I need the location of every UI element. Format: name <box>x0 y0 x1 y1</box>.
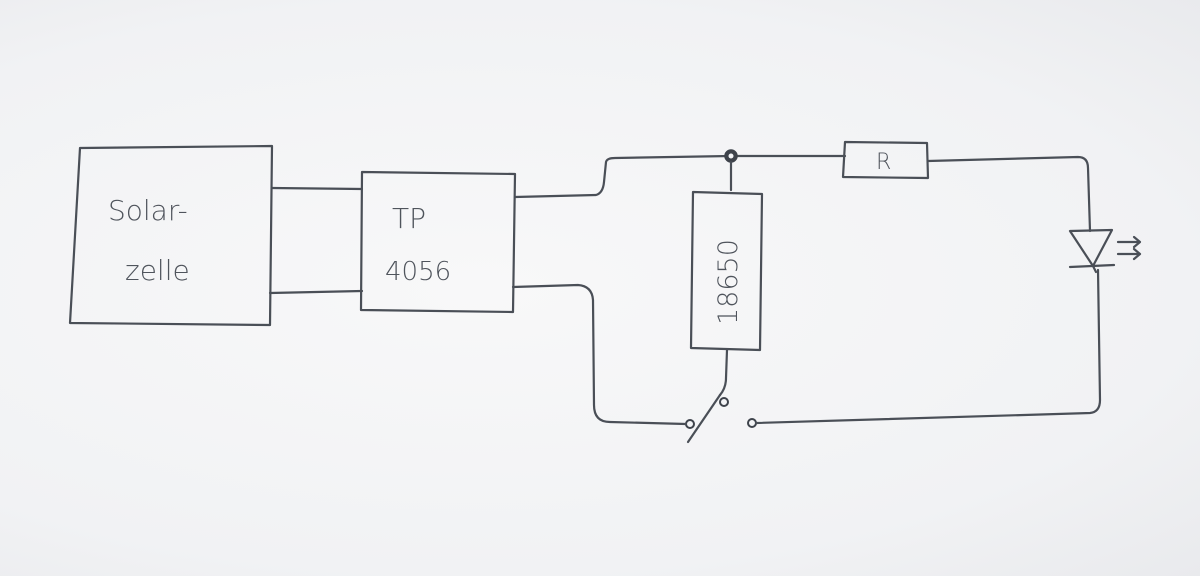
wire-negative-to-switch <box>511 283 688 426</box>
solar-cell-label-line2: zelle <box>125 254 190 287</box>
solar-cell-box <box>68 144 274 327</box>
switch <box>685 393 757 444</box>
charger-box <box>359 170 517 314</box>
battery-label: 18650 <box>713 239 744 325</box>
solar-cell: Solar- zelle <box>68 144 274 327</box>
charger-module: TP 4056 <box>359 170 517 314</box>
battery-box <box>689 190 764 352</box>
wire-solar-positive <box>270 186 364 191</box>
led-light-arrow-bottom <box>1116 247 1142 261</box>
resistor: R <box>841 140 930 180</box>
resistor-label: R <box>876 150 891 175</box>
battery: 18650 <box>689 190 764 352</box>
switch-lever <box>686 393 722 444</box>
switch-pivot <box>719 397 729 407</box>
wire-return <box>754 268 1102 425</box>
led-icon <box>1068 228 1142 274</box>
charger-label-line1: TP <box>392 202 426 235</box>
wire-battery-switch <box>718 348 729 397</box>
charger-label-line2: 4056 <box>385 257 451 287</box>
switch-contact-left <box>685 419 695 429</box>
wire-solar-negative <box>268 289 364 295</box>
solar-cell-label-line1: Solar- <box>108 194 188 227</box>
switch-contact-right <box>747 418 757 428</box>
resistor-box <box>841 140 930 180</box>
wire-resistor-led <box>926 155 1092 233</box>
wire-positive-rail <box>513 154 847 199</box>
led-light-arrow-top <box>1116 235 1142 249</box>
led-triangle <box>1068 228 1114 268</box>
